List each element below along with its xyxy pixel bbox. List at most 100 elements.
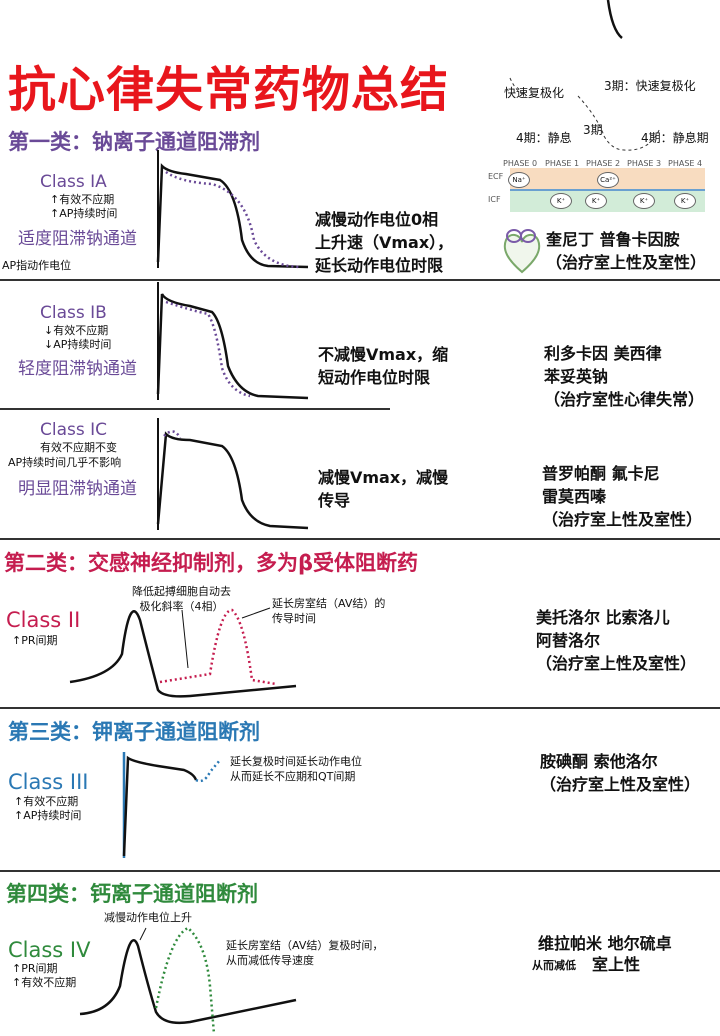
divider-ia bbox=[0, 279, 720, 281]
class-ic-ap-graph bbox=[156, 418, 309, 530]
class-ia-mechanism: 减慢动作电位0相 上升速（Vmax）， 延长动作电位时限 bbox=[315, 208, 453, 277]
class4-ann2-line2: 从而减低传导速度 bbox=[226, 954, 314, 967]
class-ic-name: Class IC bbox=[40, 420, 108, 440]
class-ia-drug-1: 奎尼丁 普鲁卡因胺 bbox=[546, 230, 680, 249]
class4-note-1: ↑PR间期 bbox=[12, 962, 58, 975]
class-ic-drugs: 普罗帕酮 氟卡尼 雷莫西嗪 （治疗室上性及室性） bbox=[542, 462, 702, 531]
class3-ann: 延长复极时间延长动作电位 从而延长不应期和QT间期 bbox=[230, 754, 362, 784]
class-ib-drug-3: （治疗室性心律失常） bbox=[544, 390, 705, 409]
class-ia-drugs: 奎尼丁 普鲁卡因胺 （治疗室上性及室性） bbox=[546, 228, 706, 274]
class-ib-ap-graph bbox=[156, 282, 309, 400]
divider-class2 bbox=[0, 707, 720, 709]
class-ic-note-2: AP持续时间几乎不影响 bbox=[8, 456, 122, 469]
class2-ap-graph bbox=[69, 607, 297, 698]
ap-label: AP指动作电位 bbox=[2, 259, 72, 272]
class4-drug-tail: 室上性 bbox=[592, 955, 641, 974]
ecf-label: ECF bbox=[488, 172, 504, 181]
phase-4: PHASE 4 bbox=[668, 159, 703, 168]
class-ia-mech-2: 上升速（Vmax）， bbox=[315, 233, 454, 252]
phase-0: PHASE 0 bbox=[503, 159, 538, 168]
label-fast-repol: 快速复极化 bbox=[504, 86, 565, 100]
class4-ann1: 减慢动作电位上升 bbox=[104, 910, 192, 925]
class3-header: 第三类：钾离子通道阻断剂 bbox=[8, 720, 260, 744]
icf-label: ICF bbox=[488, 195, 501, 204]
heart-icon bbox=[503, 229, 541, 274]
class2-drugs: 美托洛尔 比索洛儿 阿替洛尔 （治疗室上性及室性） bbox=[536, 606, 696, 675]
class-ib-note-2: ↓AP持续时间 bbox=[44, 338, 112, 351]
class-ib-drug-2: 苯妥英钠 bbox=[544, 367, 609, 386]
class2-header: 第二类：交感神经抑制剂，多为β受体阻断药 bbox=[4, 551, 419, 575]
class1-header: 第一类：钠离子通道阻滞剂 bbox=[8, 130, 260, 154]
class-ic-note-1: 有效不应期不变 bbox=[40, 441, 117, 454]
class-ib-subtitle: 轻度阻滞钠通道 bbox=[18, 359, 137, 379]
class-ia-note-1: ↑有效不应期 bbox=[50, 193, 115, 206]
class-ia-mech-3: 延长动作电位时限 bbox=[315, 256, 444, 275]
label-phase3-short: 3期 bbox=[583, 123, 603, 137]
class-ia-drug-2: （治疗室上性及室性） bbox=[546, 253, 707, 272]
class4-drug-1: 维拉帕米 地尔硫卓 bbox=[538, 934, 672, 953]
label-phase4: 4期：静息 bbox=[516, 131, 572, 145]
class2-drug-2: 阿替洛尔 bbox=[536, 631, 601, 650]
class3-note-2: ↑AP持续时间 bbox=[14, 809, 82, 822]
class2-drug-3: （治疗室上性及室性） bbox=[536, 654, 697, 673]
phase-2: PHASE 2 bbox=[586, 159, 621, 168]
class3-note-1: ↑有效不应期 bbox=[14, 795, 79, 808]
class-ic-subtitle: 明显阻滞钠通道 bbox=[18, 479, 137, 499]
class2-ann2-line2: 传导时间 bbox=[272, 612, 316, 625]
class2-ann1: 降低起搏细胞自动去 极化斜率（4相） bbox=[132, 584, 231, 614]
class2-drug-1: 美托洛尔 比索洛儿 bbox=[536, 608, 670, 627]
class-ia-name: Class IA bbox=[40, 172, 107, 192]
class4-header: 第四类：钙离子通道阻断剂 bbox=[6, 882, 258, 906]
class-ib-drug-1: 利多卡因 美西律 bbox=[544, 344, 662, 363]
class-ib-mech-2: 短动作电位时限 bbox=[318, 368, 431, 387]
class-ib-drugs: 利多卡因 美西律 苯妥英钠 （治疗室性心律失常） bbox=[544, 342, 704, 411]
ion-na: Na⁺ bbox=[508, 172, 530, 188]
class3-drug-2: （治疗室上性及室性） bbox=[540, 775, 701, 794]
divider-class3 bbox=[0, 870, 720, 872]
class-ic-drug-3: （治疗室上性及室性） bbox=[542, 510, 703, 529]
ion-ca: Ca²⁺ bbox=[597, 172, 619, 188]
class2-ann1-line1: 降低起搏细胞自动去 bbox=[132, 585, 231, 598]
divider-ib bbox=[0, 408, 390, 410]
class2-ann2: 延长房室结（AV结）的 传导时间 bbox=[272, 596, 385, 626]
class-ic-mech-2: 传导 bbox=[318, 491, 351, 510]
class4-ap-graph bbox=[79, 926, 297, 1035]
class4-name: Class IV bbox=[8, 938, 91, 962]
phase-dashed-curve bbox=[577, 95, 661, 151]
class2-ann2-line1: 延长房室结（AV结）的 bbox=[272, 597, 386, 610]
class3-ann-line1: 延长复极时间延长动作电位 bbox=[230, 755, 362, 768]
ion-k-1: K⁺ bbox=[550, 193, 572, 209]
page-title: 抗心律失常药物总结 bbox=[8, 62, 450, 118]
phase-3: PHASE 3 bbox=[627, 159, 662, 168]
class4-ann1-line1: 减慢动作电位上升 bbox=[104, 911, 192, 924]
class-ic-drug-1: 普罗帕酮 氟卡尼 bbox=[542, 464, 660, 483]
ion-k-2: K⁺ bbox=[585, 193, 607, 209]
class4-ann2: 延长房室结（AV结）复极时间， 从而减低传导速度 bbox=[226, 938, 383, 968]
class-ia-mech-1: 减慢动作电位0相 bbox=[315, 210, 439, 229]
class3-ann-line2: 从而延长不应期和QT间期 bbox=[230, 770, 356, 783]
class-ia-ap-graph bbox=[156, 150, 309, 269]
label-phase4-rest: 4期：静息期 bbox=[641, 131, 709, 145]
class3-ap-graph bbox=[122, 752, 221, 858]
class-ib-note-1: ↓有效不应期 bbox=[44, 324, 109, 337]
class4-drugs: 维拉帕米 地尔硫卓 bbox=[538, 932, 672, 955]
divider-class1 bbox=[0, 538, 720, 540]
ion-k-4: K⁺ bbox=[674, 193, 696, 209]
phase-1: PHASE 1 bbox=[545, 159, 580, 168]
class-ic-mechanism: 减慢Vmax，减慢 传导 bbox=[318, 466, 448, 512]
class3-name: Class III bbox=[8, 770, 89, 794]
class-ia-note-2: ↑AP持续时间 bbox=[50, 207, 118, 220]
class4-ann2-line1: 延长房室结（AV结）复极时间， bbox=[226, 939, 384, 952]
class2-note-1: ↑PR间期 bbox=[12, 634, 58, 647]
class2-ann1-line2: 极化斜率（4相） bbox=[139, 600, 224, 613]
class-ib-mechanism: 不减慢Vmax，缩 短动作电位时限 bbox=[318, 343, 448, 389]
class3-drug-1: 胺碘酮 索他洛尔 bbox=[540, 752, 658, 771]
class3-drugs: 胺碘酮 索他洛尔 （治疗室上性及室性） bbox=[540, 750, 700, 796]
class-ic-drug-2: 雷莫西嗪 bbox=[542, 487, 607, 506]
class2-name: Class II bbox=[6, 608, 81, 632]
class4-note-2: ↑有效不应期 bbox=[12, 976, 77, 989]
class-ib-name: Class IB bbox=[40, 303, 107, 323]
class4-drug-note: 从而减低 bbox=[532, 959, 576, 972]
ion-k-3: K⁺ bbox=[633, 193, 655, 209]
label-phase3: 3期：快速复极化 bbox=[604, 79, 696, 93]
